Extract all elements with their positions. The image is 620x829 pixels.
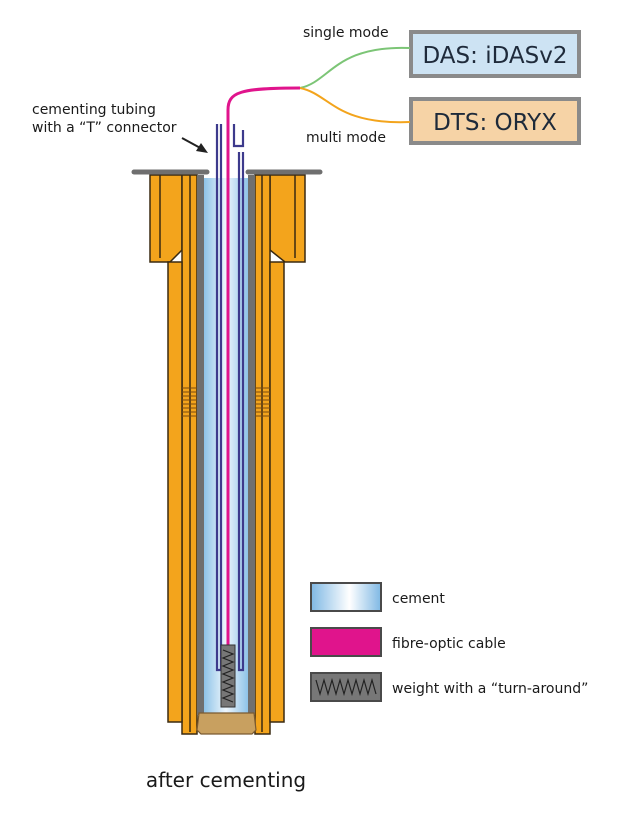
dts-box: DTS: ORYX bbox=[409, 97, 581, 145]
legend-item-fibre: fibre-optic cable bbox=[310, 627, 506, 657]
legend-item-weight: weight with a “turn-around” bbox=[310, 672, 588, 702]
single-mode-label: single mode bbox=[303, 25, 389, 41]
legend-label-cement: cement bbox=[392, 591, 445, 607]
legend-swatch-fibre bbox=[310, 627, 382, 657]
cement-fill bbox=[204, 178, 248, 713]
single-mode-fibre bbox=[299, 46, 411, 89]
casing-left bbox=[149, 174, 198, 735]
legend-swatch-cement bbox=[310, 582, 382, 612]
callout-line-1: cementing tubing bbox=[32, 102, 156, 118]
steel-tube-right bbox=[248, 175, 255, 715]
callout-arrow bbox=[181, 137, 208, 153]
bottom-plug bbox=[196, 712, 257, 735]
multi-mode-label: multi mode bbox=[306, 130, 386, 146]
callout-line-2: with a “T” connector bbox=[32, 120, 177, 136]
legend-item-cement: cement bbox=[310, 582, 445, 612]
dts-label: DTS: ORYX bbox=[433, 110, 557, 136]
das-box: DAS: iDASv2 bbox=[409, 30, 581, 78]
das-label: DAS: iDASv2 bbox=[423, 43, 568, 69]
multi-mode-fibre bbox=[299, 87, 411, 124]
coupling-right bbox=[255, 387, 270, 417]
casing-right bbox=[254, 174, 306, 735]
coupling-left bbox=[182, 387, 197, 417]
legend-label-weight: weight with a “turn-around” bbox=[392, 681, 588, 697]
diagram-caption: after cementing bbox=[146, 768, 306, 792]
downhole-weight bbox=[220, 644, 236, 708]
steel-tube-left bbox=[197, 175, 204, 715]
fibre-optic-cable bbox=[226, 86, 301, 645]
legend: cement fibre-optic cable weight with a “… bbox=[310, 582, 588, 702]
legend-label-fibre: fibre-optic cable bbox=[392, 636, 506, 652]
cementing-tubing bbox=[215, 124, 245, 672]
